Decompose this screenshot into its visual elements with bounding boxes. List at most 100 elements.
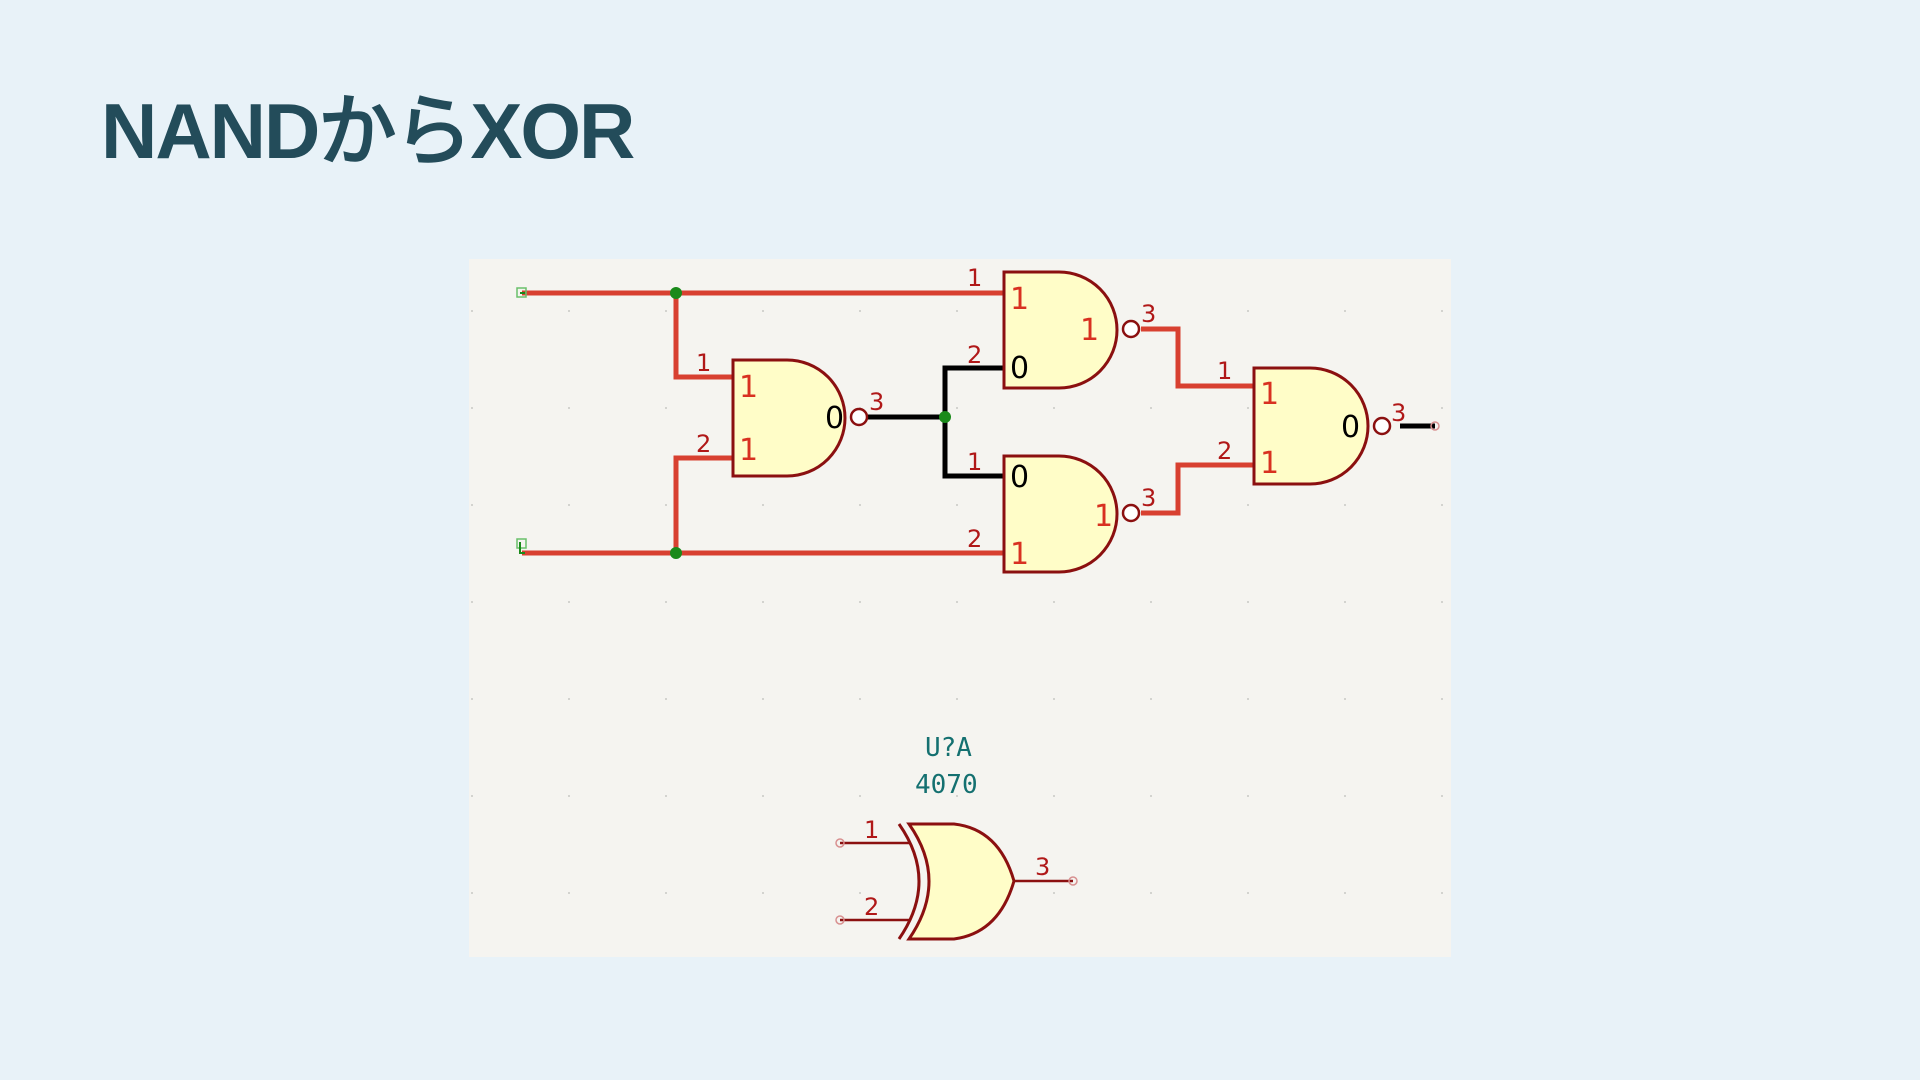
grid-dot: [762, 795, 764, 797]
inverter-bubble: [849, 407, 869, 427]
grid-dot: [665, 601, 667, 603]
xor-pin-connector[interactable]: [835, 838, 845, 848]
grid-dot: [1247, 407, 1249, 409]
grid-dot: [471, 795, 473, 797]
grid-dot: [1441, 407, 1443, 409]
grid-dot: [665, 504, 667, 506]
pin-number: 3: [869, 388, 884, 416]
schematic-canvas: 1 2 3 1 1 0 1 2 3 1 0 1 1 2 3 0 1 1: [471, 264, 1443, 941]
inverter-bubble: [1121, 319, 1141, 339]
grid-dot: [956, 407, 958, 409]
grid-dot: [1344, 601, 1346, 603]
input-connector-a[interactable]: [516, 287, 527, 298]
grid-dot: [1053, 601, 1055, 603]
pin-number: 1: [967, 448, 982, 476]
state-label: 0: [825, 401, 844, 436]
output-connector[interactable]: [1430, 421, 1440, 431]
pin-number: 2: [696, 430, 711, 458]
grid-dot: [859, 504, 861, 506]
wire-nand1-out: [867, 365, 1004, 479]
grid-dot: [568, 698, 570, 700]
xor-pin-connector[interactable]: [1068, 876, 1078, 886]
grid-dot: [956, 504, 958, 506]
grid-dot: [1344, 795, 1346, 797]
grid-dot: [471, 310, 473, 312]
pin-number: 1: [967, 264, 982, 292]
pin-number: 2: [967, 525, 982, 553]
state-label: 1: [1010, 282, 1029, 317]
grid-dot: [471, 892, 473, 894]
nand-gate-2[interactable]: 1 2 3 1 0 1: [967, 264, 1156, 390]
state-label: 1: [1010, 537, 1029, 572]
nand-gate-3[interactable]: 1 2 3 0 1 1: [967, 448, 1156, 574]
grid-dot: [1150, 601, 1152, 603]
pin-number: 2: [864, 893, 879, 921]
junction-dot: [939, 411, 951, 423]
grid-dot: [1150, 407, 1152, 409]
grid-dot: [1247, 601, 1249, 603]
grid-dot: [762, 310, 764, 312]
grid-dot: [665, 892, 667, 894]
grid-dot: [471, 698, 473, 700]
grid-dot: [859, 698, 861, 700]
grid-dot: [1441, 504, 1443, 506]
grid-dot: [1441, 892, 1443, 894]
grid-dot: [1053, 795, 1055, 797]
grid-dot: [1150, 892, 1152, 894]
xor-value: 4070: [915, 770, 978, 800]
state-label: 0: [1010, 460, 1029, 495]
grid-dot: [1053, 698, 1055, 700]
grid-dot: [665, 407, 667, 409]
grid-dot: [568, 601, 570, 603]
grid-dot: [956, 601, 958, 603]
grid-dot: [568, 504, 570, 506]
grid-dot: [665, 698, 667, 700]
grid-dot: [1053, 892, 1055, 894]
state-label: 1: [1260, 377, 1279, 412]
nand-gate-4[interactable]: 1 2 3 1 1 0: [1217, 357, 1406, 486]
wire-nand2-out: [1141, 326, 1254, 389]
junction-dot: [670, 547, 682, 559]
xor-pin-connector[interactable]: [835, 915, 845, 925]
nand-gate-1[interactable]: 1 2 3 1 1 0: [696, 349, 884, 478]
grid-dot: [1344, 698, 1346, 700]
wire-input-b: [522, 455, 1004, 556]
xor-gate-symbol[interactable]: U?A 4070 1 2 3: [835, 733, 1078, 941]
pin-number: 2: [967, 341, 982, 369]
grid-dot: [1247, 892, 1249, 894]
grid-dot: [859, 795, 861, 797]
grid-dot: [1150, 504, 1152, 506]
grid-dot: [471, 407, 473, 409]
grid-dot: [1247, 795, 1249, 797]
grid-dot: [1441, 310, 1443, 312]
grid-dot: [568, 310, 570, 312]
grid-dot: [1150, 795, 1152, 797]
grid-dot: [665, 310, 667, 312]
grid-dot: [859, 601, 861, 603]
state-label: 1: [739, 370, 758, 405]
state-label: 1: [1260, 446, 1279, 481]
grid-dot: [859, 310, 861, 312]
grid-dot: [1441, 795, 1443, 797]
grid-dot: [1247, 504, 1249, 506]
inverter-bubble: [1121, 503, 1141, 523]
grid-dot: [568, 892, 570, 894]
pin-number: 3: [1141, 484, 1156, 512]
pin-number: 2: [1217, 437, 1232, 465]
grid-dot: [762, 601, 764, 603]
state-label: 0: [1010, 351, 1029, 386]
pin-number: 1: [696, 349, 711, 377]
input-connector-b[interactable]: [516, 538, 527, 554]
pin-number: 3: [1391, 399, 1406, 427]
grid-dot: [762, 892, 764, 894]
grid-dot: [1344, 892, 1346, 894]
pin-number: 1: [1217, 357, 1232, 385]
grid-dot: [956, 795, 958, 797]
wire-input-a: [522, 290, 1004, 380]
xor-reference: U?A: [925, 733, 972, 763]
pin-number: 1: [864, 816, 879, 844]
grid-dot: [568, 795, 570, 797]
grid-dot: [1441, 601, 1443, 603]
state-label: 1: [739, 433, 758, 468]
grid-dot: [1053, 407, 1055, 409]
